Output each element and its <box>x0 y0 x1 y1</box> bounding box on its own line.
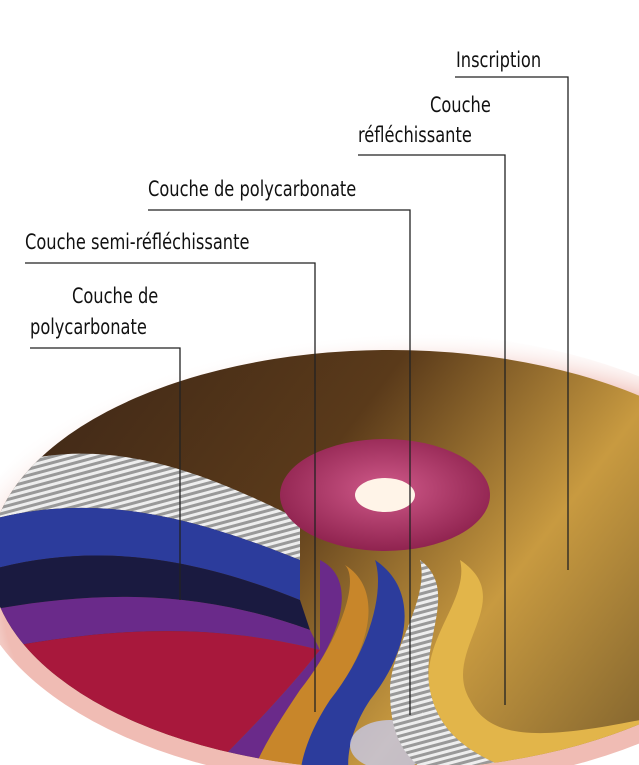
band-purple-2 <box>200 560 342 765</box>
label-polycarbonate-bottom-line2: polycarbonate <box>30 315 147 339</box>
leader-inscription <box>455 76 569 570</box>
label-inscription: Inscription <box>456 48 542 72</box>
label-reflective-line1: Couche <box>430 93 491 117</box>
data-layer-stripes <box>0 453 300 560</box>
band-gold <box>428 560 639 765</box>
label-polycarbonate-top: Couche de polycarbonate <box>148 177 357 201</box>
leader-reflective <box>358 154 506 705</box>
band-dark <box>0 555 310 630</box>
band-purple <box>0 596 320 650</box>
label-semi-reflective: Couche semi-réfléchissante <box>25 230 250 254</box>
label-reflective-line2: réfléchissante <box>358 123 472 147</box>
leader-polycarbonate-top <box>148 209 411 715</box>
disc-hole <box>355 478 415 512</box>
band-blue-2 <box>300 560 405 765</box>
leader-polycarbonate-bottom <box>30 347 181 600</box>
leader-semi-reflective <box>25 262 316 712</box>
label-polycarbonate-bottom-line1: Couche de <box>72 284 159 308</box>
band-blue <box>0 507 300 600</box>
band-orange <box>250 565 369 765</box>
data-layer-stripes-2 <box>390 560 540 765</box>
leader-lines <box>25 76 569 715</box>
